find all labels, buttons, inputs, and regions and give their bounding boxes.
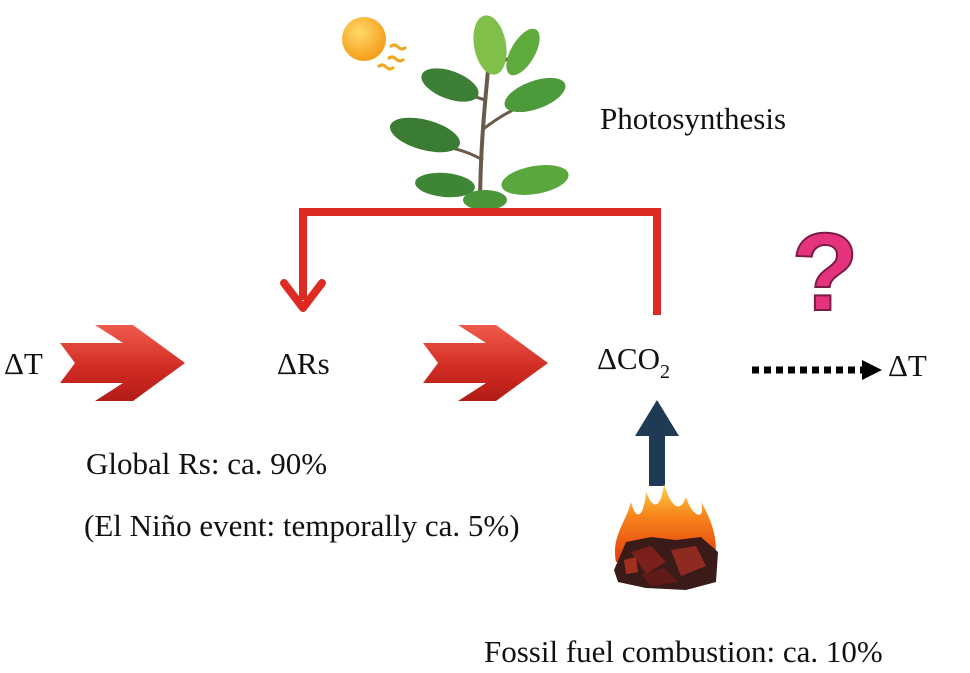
global-rs-caption: Global Rs: ca. 90% [86,446,328,481]
delta-rs: ΔRs [277,346,330,381]
delta-co2-main: ΔCO [597,341,660,376]
fire-coal-icon [614,484,718,590]
big-red-arrow-1 [60,325,185,401]
question-mark-glyph: ? [791,211,858,334]
fossil-fuel-caption: Fossil fuel combustion: ca. 10% [484,634,883,669]
delta-co2-subscript: 2 [660,361,670,383]
question-mark-icon: ? [790,210,859,335]
dotted-arrow [752,360,882,380]
el-nino-caption: (El Niño event: temporally ca. 5%) [84,508,520,543]
delta-co2: ΔCO2 [597,343,670,382]
photosynthesis-label: Photosynthesis [600,101,787,136]
up-arrow [635,400,679,486]
delta-t-left: ΔT [4,346,43,381]
sun-icon [342,17,408,71]
big-red-arrow-2 [423,325,548,401]
plant-icon [390,15,569,211]
delta-t-right: ΔT [888,348,927,383]
